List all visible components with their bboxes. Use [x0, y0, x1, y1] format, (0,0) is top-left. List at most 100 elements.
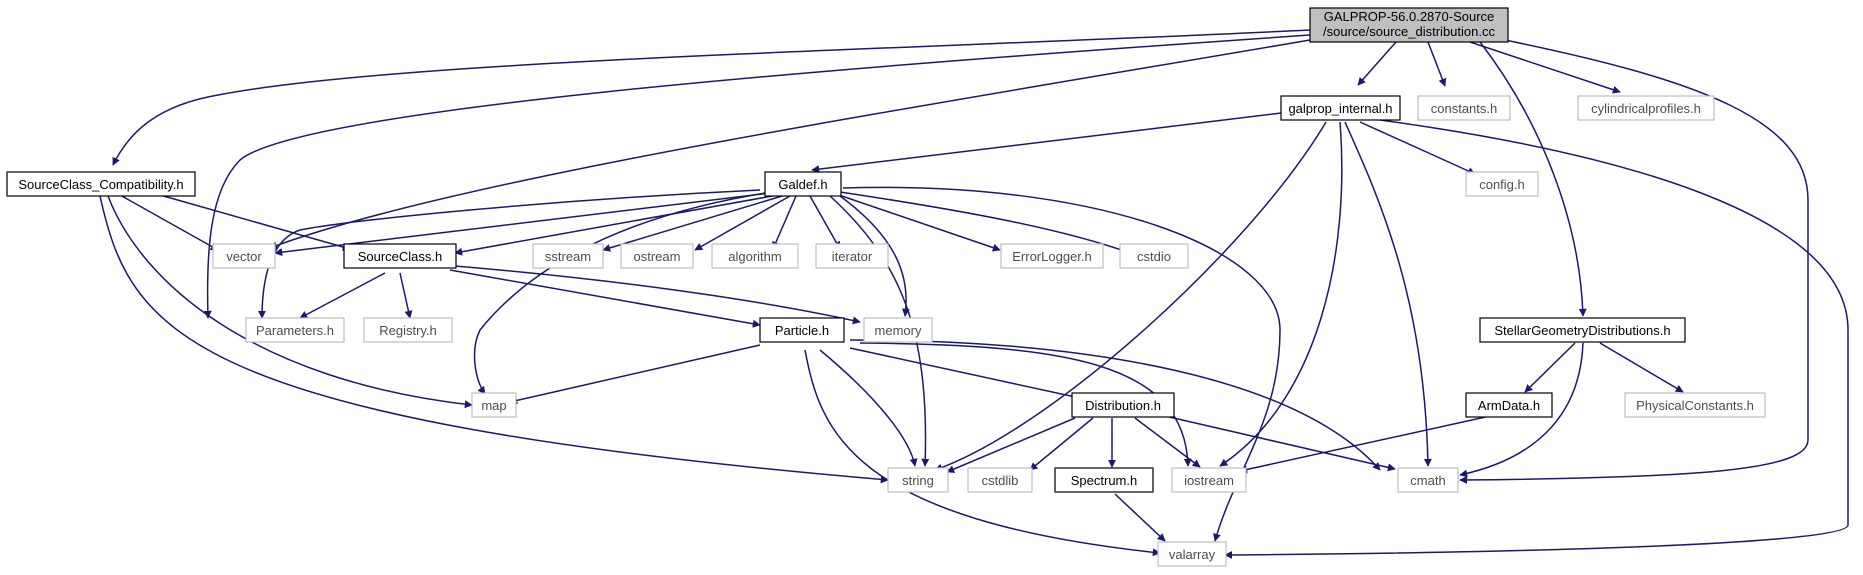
root-node-line2: /source/source_distribution.cc: [1323, 24, 1495, 39]
edge-galdef-valarray: [842, 186, 1281, 542]
edge-galprop-internal-galdef: [811, 111, 1291, 174]
svg-text:galprop_internal.h: galprop_internal.h: [1288, 101, 1392, 116]
edge-root-constants: [1427, 41, 1447, 87]
node-vector: vector: [212, 243, 276, 269]
svg-text:ArmData.h: ArmData.h: [1478, 398, 1540, 413]
node-map: map: [471, 392, 517, 418]
edge-galdef-string: [829, 195, 930, 467]
edge-root-cylindricalprofiles: [1469, 41, 1621, 94]
edge-galdef-ostream: [694, 195, 791, 251]
svg-text:iterator: iterator: [832, 249, 873, 264]
edge-sourceclass-parameters: [299, 272, 386, 319]
svg-text:cstdlib: cstdlib: [982, 473, 1019, 488]
node-galprop-internal[interactable]: galprop_internal.h: [1280, 95, 1401, 121]
edge-spectrum-valarray: [1114, 493, 1166, 542]
edge-sourceclass-memory: [454, 265, 861, 325]
node-sourceclass[interactable]: SourceClass.h: [343, 243, 457, 269]
svg-text:constants.h: constants.h: [1431, 101, 1498, 116]
svg-text:cylindricalprofiles.h: cylindricalprofiles.h: [1591, 101, 1701, 116]
edge-root-cmath: [1459, 39, 1809, 484]
edge-root-galprop-internal: [1357, 41, 1397, 86]
svg-text:map: map: [481, 398, 506, 413]
edge-particle-cmath: [849, 339, 1381, 471]
edge-sourceclass-particle: [449, 269, 761, 328]
edge-particle-iostream: [859, 342, 1192, 467]
node-errorlogger: ErrorLogger.h: [1000, 243, 1104, 269]
node-ostream: ostream: [620, 243, 694, 269]
edge-galprop-internal-iostream: [1219, 121, 1343, 467]
node-registry: Registry.h: [363, 317, 453, 343]
node-sourceclass-compat[interactable]: SourceClass_Compatibility.h: [6, 171, 196, 197]
svg-text:cmath: cmath: [1410, 473, 1445, 488]
edge-root-parameters: [203, 34, 1311, 319]
node-particle[interactable]: Particle.h: [759, 317, 845, 343]
svg-text:PhysicalConstants.h: PhysicalConstants.h: [1636, 398, 1754, 413]
edge-galprop-internal-config: [1359, 121, 1476, 175]
edge-compat-vector: [119, 194, 219, 251]
svg-text:ErrorLogger.h: ErrorLogger.h: [1012, 249, 1092, 264]
edge-distribution-cmath: [1164, 415, 1396, 472]
edge-root-sourceclass-compat: [112, 29, 1311, 166]
node-armdata[interactable]: ArmData.h: [1465, 392, 1553, 418]
node-spectrum[interactable]: Spectrum.h: [1054, 467, 1154, 493]
edge-stellargeom-cmath: [1459, 342, 1584, 478]
node-cylindricalprofiles: cylindricalprofiles.h: [1577, 95, 1715, 121]
node-valarray: valarray: [1157, 541, 1227, 567]
edge-particle-distribution: [849, 347, 1081, 401]
svg-text:config.h: config.h: [1479, 177, 1525, 192]
dependency-edges: [99, 29, 1849, 559]
edge-compat-string: [99, 195, 889, 484]
node-distribution[interactable]: Distribution.h: [1071, 392, 1175, 418]
node-sstream: sstream: [532, 243, 604, 269]
node-constants: constants.h: [1417, 95, 1511, 121]
edge-stellargeom-physconst: [1599, 342, 1684, 393]
edge-root-vector: [269, 39, 1311, 250]
edge-galdef-sstream: [602, 195, 783, 252]
edge-galdef-vector: [274, 192, 771, 257]
node-cmath: cmath: [1397, 467, 1459, 493]
node-cstdlib: cstdlib: [967, 467, 1033, 493]
edge-galdef-iterator: [809, 195, 841, 250]
edge-galprop-internal-cmath: [1344, 121, 1432, 467]
edge-particle-valarray: [804, 349, 1161, 557]
edge-particle-map: [509, 344, 761, 405]
svg-text:Particle.h: Particle.h: [775, 323, 829, 338]
node-algorithm: algorithm: [711, 243, 799, 269]
edge-compat-sourceclass: [159, 194, 351, 251]
svg-text:Galdef.h: Galdef.h: [778, 177, 827, 192]
svg-text:sstream: sstream: [545, 249, 591, 264]
svg-text:Spectrum.h: Spectrum.h: [1071, 473, 1137, 488]
edge-galprop-internal-string: [934, 121, 1327, 472]
edge-compat-map: [107, 195, 473, 409]
svg-text:Distribution.h: Distribution.h: [1085, 398, 1161, 413]
edge-galdef-sourceclass: [454, 194, 779, 256]
svg-text:memory: memory: [875, 323, 922, 338]
node-parameters: Parameters.h: [245, 317, 345, 343]
node-iostream: iostream: [1171, 467, 1247, 493]
edge-distribution-string: [946, 417, 1076, 473]
svg-text:vector: vector: [226, 249, 262, 264]
edge-root-stellargeom: [1479, 41, 1587, 317]
edge-distribution-cstdlib: [1029, 417, 1094, 471]
svg-text:valarray: valarray: [1169, 547, 1216, 562]
node-cstdio: cstdio: [1119, 243, 1189, 269]
svg-text:Registry.h: Registry.h: [379, 323, 437, 338]
svg-text:cstdio: cstdio: [1137, 249, 1171, 264]
svg-text:Parameters.h: Parameters.h: [256, 323, 334, 338]
node-iterator: iterator: [815, 243, 889, 269]
svg-text:string: string: [902, 473, 934, 488]
root-node: GALPROP-56.0.2870-Source /source/source_…: [1309, 7, 1509, 43]
svg-text:iostream: iostream: [1184, 473, 1234, 488]
node-physconst: PhysicalConstants.h: [1624, 392, 1766, 418]
edge-galdef-map: [473, 192, 766, 395]
edge-particle-string: [819, 349, 918, 467]
edge-galprop-internal-valarray: [1224, 119, 1849, 559]
node-memory: memory: [863, 317, 933, 343]
node-config: config.h: [1465, 171, 1539, 197]
node-stellargeom[interactable]: StellarGeometryDistributions.h: [1479, 317, 1686, 343]
edge-galdef-algorithm: [772, 195, 797, 250]
svg-text:StellarGeometryDistributions.h: StellarGeometryDistributions.h: [1494, 323, 1670, 338]
node-galdef[interactable]: Galdef.h: [764, 171, 842, 197]
svg-text:algorithm: algorithm: [728, 249, 781, 264]
